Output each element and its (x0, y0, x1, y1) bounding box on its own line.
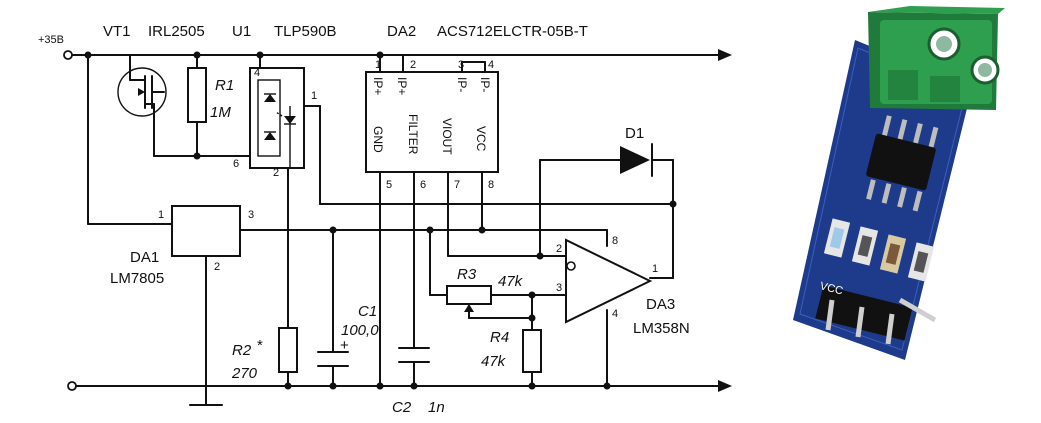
u1-pin-2: 2 (273, 167, 279, 179)
da2-pin-1: 1 (375, 59, 381, 71)
u1-pin-1: 1 (311, 90, 317, 102)
r4-resistor (522, 329, 542, 373)
da2-ref: DA2 (387, 23, 416, 40)
r1-resistor (187, 67, 207, 123)
da2-label-ip-minus-1: IP- (455, 77, 469, 92)
r2-mark: * (257, 337, 263, 354)
da2-label-ip-plus-2: IP+ (395, 77, 409, 95)
vt1-ref: VT1 (103, 23, 131, 40)
da1-regulator (171, 205, 241, 257)
r4-ref: R4 (490, 329, 509, 346)
da2-pin-8: 8 (488, 179, 494, 191)
da2-chip (365, 71, 499, 173)
wires (69, 49, 732, 406)
da2-label-viout: VIOUT (440, 118, 454, 155)
da2-label-filter: FILTER (406, 114, 420, 155)
smd-components (823, 218, 935, 282)
r4-value: 47k (481, 353, 507, 370)
da3-part: LM358N (633, 320, 690, 337)
u1-pin-6: 6 (233, 158, 239, 170)
da2-label-vcc: VCC (474, 126, 488, 152)
u1-part: TLP590B (274, 23, 337, 40)
c1-value: 100,0 (341, 322, 379, 339)
da1-ref: DA1 (130, 249, 159, 266)
ground-terminal (67, 381, 77, 391)
da2-pin-6: 6 (420, 179, 426, 191)
supply-label: +35B (38, 34, 64, 46)
c1-ref: C1 (358, 303, 377, 320)
sensor-chip (866, 115, 939, 212)
module-photo: VCC (778, 6, 1030, 416)
da2-pin-3: 3 (458, 59, 464, 71)
da2-pin-4: 4 (488, 59, 494, 71)
da2-label-ip-minus-2: IP- (478, 77, 492, 92)
da1-pin-2: 2 (214, 261, 220, 273)
da1-part: LM7805 (110, 270, 164, 287)
r2-ref: R2 (232, 342, 252, 359)
da2-label-ip-plus-1: IP+ (371, 77, 385, 95)
da3-opamp (565, 238, 653, 324)
c1-capacitor (317, 351, 349, 367)
screw-terminal (868, 6, 1005, 110)
u1-pin-4: 4 (254, 67, 260, 79)
r3-ref: R3 (457, 266, 477, 283)
pin-header (815, 285, 937, 345)
da3-ref: DA3 (646, 296, 675, 313)
da3-pin-1: 1 (652, 263, 658, 275)
d1-diode (620, 143, 653, 177)
da3-pin-4: 4 (612, 308, 618, 320)
mosfet-symbol (117, 67, 167, 117)
da2-part: ACS712ELCTR-05B-T (437, 23, 588, 40)
r2-value: 270 (231, 365, 258, 382)
c2-capacitor (398, 347, 430, 363)
da2-pin-2: 2 (410, 59, 416, 71)
header-label: VCC (819, 280, 844, 297)
da2-label-gnd: GND (371, 126, 385, 153)
u1-ref: U1 (232, 23, 251, 40)
junctions (84, 51, 677, 390)
da3-pin-2: 2 (556, 243, 562, 255)
d1-ref: D1 (625, 125, 644, 142)
r1-ref: R1 (215, 77, 234, 94)
c2-ref: C2 (392, 399, 412, 416)
r3-resistor (446, 285, 492, 305)
u1-optocoupler (249, 67, 305, 169)
da2-pin-7: 7 (454, 179, 460, 191)
da1-pin-3: 3 (248, 209, 254, 221)
vt1-part: IRL2505 (148, 23, 205, 40)
c1-polarity: + (340, 337, 349, 354)
supply-terminal-top (63, 50, 73, 60)
r3-value: 47k (498, 273, 524, 290)
c2-value: 1n (428, 399, 445, 416)
da3-pin-3: 3 (556, 282, 562, 294)
da3-pin-8: 8 (612, 235, 618, 247)
r2-resistor (278, 327, 298, 373)
r1-value: 1M (210, 104, 231, 121)
da1-pin-1: 1 (158, 209, 164, 221)
da2-pin-5: 5 (386, 179, 392, 191)
